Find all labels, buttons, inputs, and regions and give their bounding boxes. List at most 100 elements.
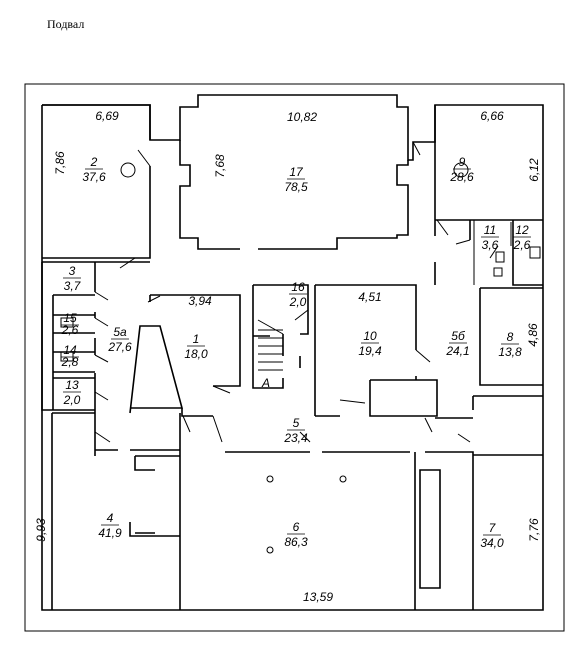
room-area: 2,6 <box>61 323 79 337</box>
room-area: 37,6 <box>82 170 106 184</box>
fixtures <box>120 162 469 554</box>
dimension-label: 6,66 <box>480 109 504 123</box>
room-labels: 237,633,7152,6142,8132,05а27,6118,0162,0… <box>61 155 531 550</box>
dimension-label: 7,76 <box>527 518 541 542</box>
room-area: 3,6 <box>482 238 499 252</box>
room-number: 13 <box>65 378 79 392</box>
wc-icon <box>60 351 74 362</box>
room-area: 13,8 <box>498 345 522 359</box>
room-area: 78,5 <box>284 180 308 194</box>
room-area: 86,3 <box>284 535 308 549</box>
room-2-wall <box>42 104 151 263</box>
room-label-1: 118,0 <box>184 332 208 361</box>
dimension-label: 7,86 <box>53 151 67 175</box>
dimension-label: 7,68 <box>213 154 227 178</box>
toilet-fixtures <box>60 246 541 362</box>
stair-wall <box>252 284 309 389</box>
room-number: 1 <box>193 332 200 346</box>
room-area: 2,0 <box>63 393 81 407</box>
dimension-label: 13,59 <box>303 590 333 604</box>
room-1-wall <box>129 294 241 417</box>
room-number: 11 <box>484 223 496 237</box>
round-fixture <box>453 162 469 178</box>
stair-label: А <box>261 376 270 390</box>
dimension-label: 6,69 <box>95 109 119 123</box>
room-label-6: 686,3 <box>284 520 308 549</box>
room-number: 8 <box>507 330 514 344</box>
room-area: 34,0 <box>480 536 504 550</box>
dimension-label: 9,93 <box>34 518 48 542</box>
dimension-label: 4,86 <box>526 323 540 347</box>
room-10-wall <box>314 284 438 417</box>
room-label-14: 142,8 <box>61 343 79 369</box>
room-number: 12 <box>515 223 529 237</box>
room-area: 2,6 <box>513 238 531 252</box>
dimension-label: 6,12 <box>527 158 541 182</box>
room-area: 2,8 <box>61 355 79 369</box>
stair-steps <box>257 319 284 371</box>
room-9-wall <box>434 105 543 286</box>
room-17-wall <box>179 140 409 250</box>
room-label-4: 441,9 <box>98 511 122 540</box>
room-area: 18,0 <box>184 347 208 361</box>
plan-caption: Подвал <box>47 17 85 31</box>
room-number: 4 <box>107 511 114 525</box>
room-label-3: 33,7 <box>63 264 82 293</box>
wc-icon <box>60 317 74 328</box>
column <box>266 546 274 554</box>
room-number: 9 <box>459 155 466 169</box>
round-fixture <box>120 162 136 178</box>
room-label-13: 132,0 <box>63 378 81 407</box>
room-area: 23,4 <box>283 431 308 445</box>
corridor-5-wall <box>94 410 474 456</box>
wc-icon <box>529 246 541 259</box>
room-number: 5 <box>293 416 300 430</box>
room-number: 15 <box>63 311 77 325</box>
wc-icon <box>493 267 503 277</box>
room-area: 41,9 <box>98 526 122 540</box>
room-label-11: 113,6 <box>481 223 499 252</box>
room-11-12-wall <box>473 220 512 285</box>
room-number: 16 <box>291 280 305 294</box>
column <box>266 475 274 483</box>
room-number: 17 <box>289 165 304 179</box>
room-number: 3 <box>69 264 76 278</box>
left-rooms-wall <box>41 262 96 411</box>
sink-icon <box>495 251 505 263</box>
room-number: 5б <box>451 329 466 343</box>
dimension-label: 4,51 <box>358 290 381 304</box>
room-area: 28,6 <box>449 170 474 184</box>
room-area: 2,0 <box>289 295 307 309</box>
room-label-8: 813,8 <box>498 330 522 359</box>
room-number: 10 <box>363 329 377 343</box>
room-number: 7 <box>489 521 497 535</box>
room-label-2: 237,6 <box>82 155 106 184</box>
room-area: 27,6 <box>107 340 132 354</box>
column <box>339 475 347 483</box>
room-number: 5а <box>113 325 127 339</box>
lower-rooms-wall <box>51 395 543 610</box>
dimension-labels: 6,69 7,86 10,82 7,68 6,66 6,12 3,94 4,51 4,86 9,9… <box>34 109 541 604</box>
room-label-5: 523,4 <box>283 416 308 445</box>
dimension-label: 10,82 <box>287 110 317 124</box>
room-number: 6 <box>293 520 300 534</box>
room-label-15: 152,6 <box>61 311 79 337</box>
room-area: 3,7 <box>64 279 82 293</box>
dimension-label: 3,94 <box>188 294 212 308</box>
room-number: 2 <box>90 155 98 169</box>
room-label-16: 162,0 <box>289 280 307 309</box>
room-8-wall <box>479 287 543 386</box>
sheet-frame <box>24 83 565 632</box>
door-swings <box>94 141 499 443</box>
room-area: 24,1 <box>445 344 469 358</box>
room-number: 14 <box>63 343 77 357</box>
room-label-12: 122,6 <box>513 223 531 252</box>
room-label-7: 734,0 <box>480 521 504 550</box>
room-label-9: 928,6 <box>449 155 474 184</box>
room-area: 19,4 <box>358 344 382 358</box>
